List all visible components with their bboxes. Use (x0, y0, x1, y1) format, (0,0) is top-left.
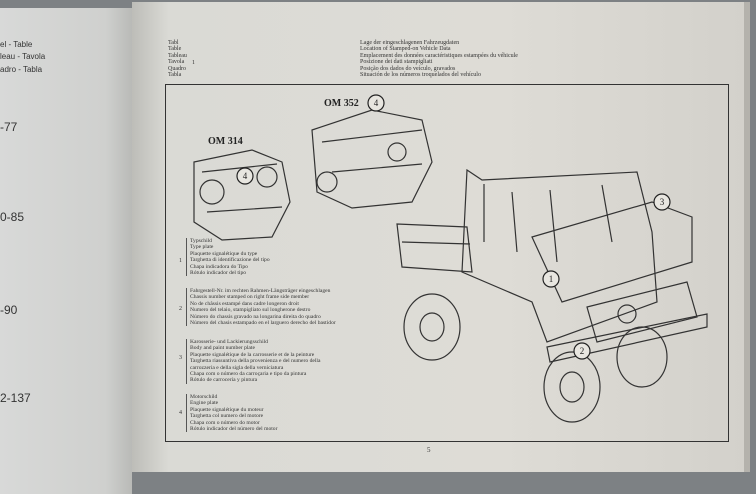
legend-number: 2 (179, 306, 182, 312)
engine-label-om352: OM 352 (324, 98, 359, 109)
legend-number: 3 (179, 355, 182, 361)
figure-frame (165, 84, 729, 442)
callout-3: 3 (660, 197, 665, 207)
table-number: 1 (192, 60, 195, 66)
page-ref: 0-85 (0, 210, 25, 224)
left-page: el - Table leau - Tavola adro - Tabla -7… (0, 8, 132, 494)
callout-4-om352: 4 (374, 98, 379, 108)
page-number: 5 (427, 446, 431, 454)
vehicle-illustration: 1 2 3 4 4 (193, 94, 708, 423)
callout-2: 2 (580, 346, 585, 356)
callout-markers (236, 94, 671, 360)
callout-4-om314: 4 (243, 171, 248, 181)
legend-number: 1 (179, 258, 182, 264)
callout-1: 1 (549, 274, 554, 284)
engine-label-om314: OM 314 (208, 136, 243, 147)
legend-item-2: Fahrgestell-Nr. im rechten Rahmen-Längst… (186, 288, 336, 327)
page-ref: -77 (0, 120, 18, 134)
left-header: adro - Tabla (0, 65, 43, 74)
page-ref: -90 (0, 303, 18, 317)
legend-number: 4 (179, 410, 182, 416)
left-header: leau - Tavola (0, 52, 46, 61)
left-header: el - Table (0, 40, 33, 49)
page-ref: 2-137 (0, 391, 31, 405)
